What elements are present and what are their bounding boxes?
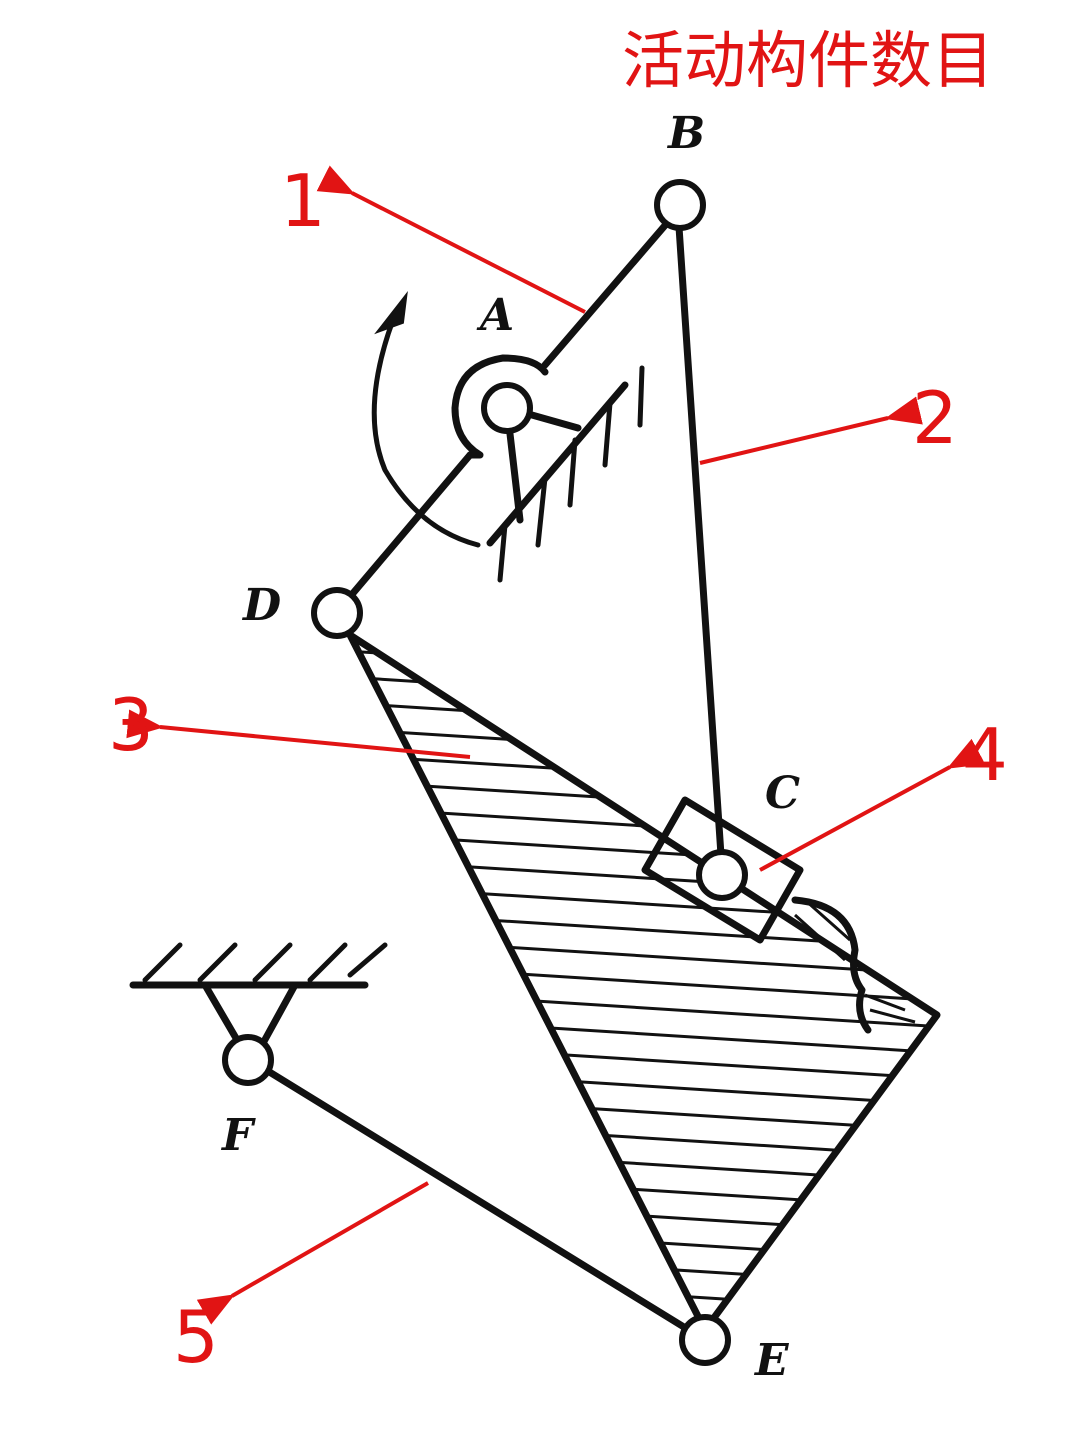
link-1-crank (339, 204, 684, 609)
label-f: F (220, 1110, 256, 1161)
callout-number-4: 4 (962, 713, 1008, 797)
hatch-line (350, 1324, 937, 1330)
callout-number-2: 2 (912, 376, 958, 460)
joint-f-icon (222, 1034, 274, 1086)
hatch-line (350, 1272, 937, 1316)
callout-number-3: 3 (108, 683, 154, 767)
callout-arrow-4 (759, 738, 986, 872)
link-4-slider (641, 796, 804, 944)
joint-a-icon (481, 382, 533, 434)
hatch-line (350, 882, 937, 926)
joint-e-icon (679, 1314, 731, 1366)
joint-c-icon (696, 849, 748, 901)
callout-number-1: 1 (280, 159, 326, 243)
triangle-hatching (350, 648, 937, 1330)
label-e: E (753, 1335, 790, 1386)
label-a: A (476, 290, 514, 341)
callout-arrow-3 (126, 709, 471, 759)
slider-guide (791, 896, 916, 1034)
callout-arrow-2 (699, 396, 923, 465)
callout-arrow-5 (196, 1181, 429, 1325)
hatch-line (350, 1064, 937, 1108)
label-b: B (666, 108, 705, 159)
hatch-line (350, 700, 937, 744)
link-2-coupler (674, 208, 726, 874)
rotation-arrow-icon (371, 291, 481, 548)
link-5-rocker (246, 1056, 709, 1344)
label-c: C (765, 768, 800, 819)
hatch-line (350, 1246, 937, 1290)
callout-arrow-1 (316, 165, 586, 314)
diagram-title: 活动构件数目 (622, 24, 994, 97)
link-3-triangle (346, 631, 941, 1334)
hatch-line (350, 726, 937, 770)
joint-b-icon (654, 179, 706, 231)
hatch-line (350, 908, 937, 952)
hatch-line (350, 1220, 937, 1264)
joint-d-icon (311, 587, 363, 639)
hatch-line (350, 1038, 937, 1082)
label-d: D (241, 580, 281, 631)
hatch-line (350, 1168, 937, 1212)
hatch-line (350, 1116, 937, 1160)
callout-number-5: 5 (173, 1295, 219, 1379)
ground-support-f (129, 942, 388, 1049)
